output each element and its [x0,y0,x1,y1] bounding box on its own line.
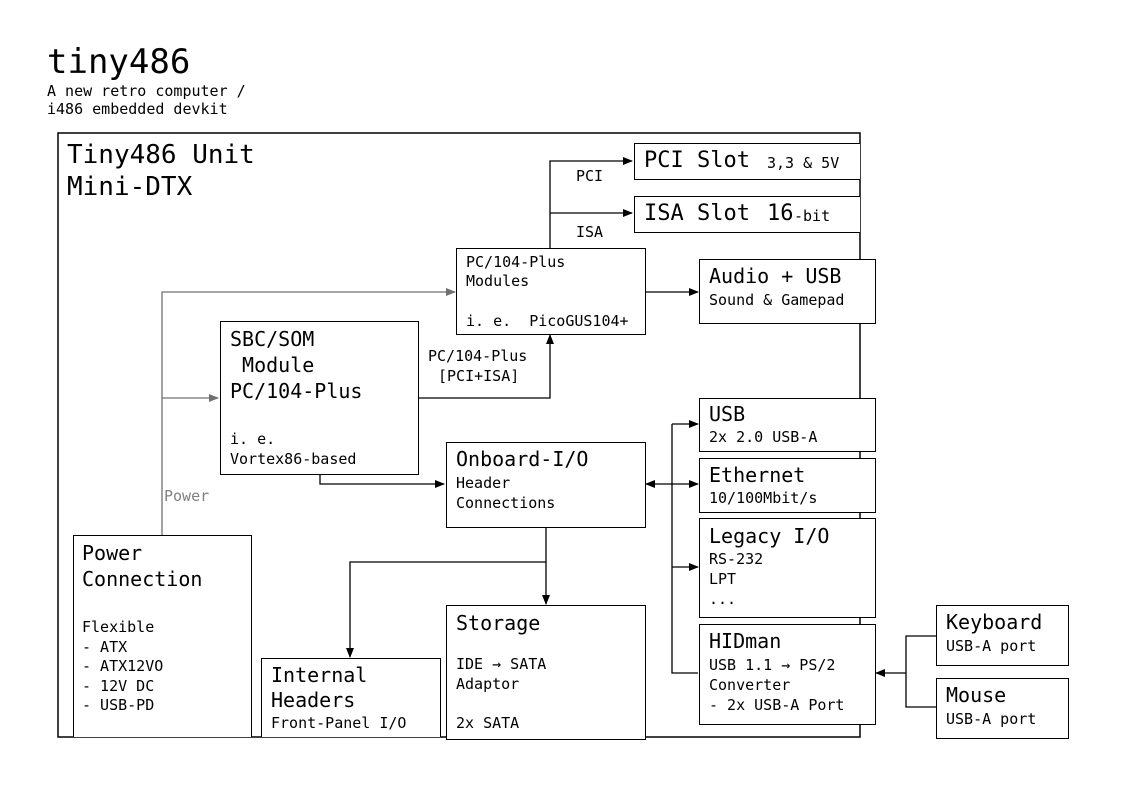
hidman-line-2: Converter [709,676,791,694]
onboard-io-box: Onboard-I/O Header Connections [446,442,646,528]
audio-usb-subtitle: Sound & Gamepad [709,291,845,309]
legacy-io-item-3: ... [709,590,737,608]
internal-wire [346,561,546,658]
power-option-2: - ATX12VO [82,657,164,675]
pc104-bus-label-1: PC/104-Plus [428,347,528,365]
isa-slot-box: ISA Slot 16 -bit [634,196,860,233]
isa-slot-label: ISA Slot [644,201,750,226]
sbc-example-2: Vortex86-based [230,450,357,468]
storage-title: Storage [456,611,541,635]
pc104-modules-line-2: Modules [466,272,530,290]
power-wire [161,288,456,535]
sbc-line-3: PC/104-Plus [230,379,363,403]
power-option-4: - USB-PD [82,696,155,714]
page-subtitle-2: i486 embedded devkit [47,100,228,118]
mouse-subtitle: USB-A port [946,710,1037,728]
page-title: tiny486 [47,42,191,82]
usb-subtitle: 2x 2.0 USB-A [709,428,818,446]
pci-wire [549,157,633,248]
internal-headers-subtitle: Front-Panel I/O [271,714,407,732]
unit-title: Tiny486 Unit Mini-DTX [67,139,255,203]
usb-box: USB 2x 2.0 USB-A [699,398,876,452]
pci-slot-box: PCI Slot 3,3 & 5V [634,143,860,180]
hidman-box: HIDman USB 1.1 → PS/2 Converter - 2x USB… [699,624,876,725]
pc104-bus-wire [418,334,554,399]
page-subtitle-1: A new retro computer / [47,82,246,100]
io-vertical-wire [671,424,698,674]
storage-line-2: Adaptor [456,675,520,693]
onboard-io-title: Onboard-I/O [456,447,589,471]
mouse-box: Mouse USB-A port [936,678,1069,739]
hidman-title: HIDman [709,629,782,653]
keyboard-box: Keyboard USB-A port [936,605,1069,666]
hid-input-wire [905,635,936,708]
usb-title: USB [709,402,746,426]
onboard-io-line-1: Header [456,474,511,492]
hidman-line-3: - 2x USB-A Port [709,696,845,714]
power-connection-box: Power Connection Flexible - ATX - ATX12V… [73,535,252,737]
pc104-bus-label-2: [PCI+ISA] [438,367,520,385]
legacy-io-box: Legacy I/O RS-232 LPT ... [699,518,876,618]
sbc-example-1: i. e. [230,430,276,448]
storage-box: Storage IDE → SATA Adaptor 2x SATA [446,605,646,740]
power-title-line-2: Connection [82,567,203,591]
keyboard-subtitle: USB-A port [946,637,1037,655]
power-option-3: - 12V DC [82,677,155,695]
power-option-1: - ATX [82,638,128,656]
keyboard-title: Keyboard [946,610,1043,634]
legacy-io-item-2: LPT [709,570,737,588]
sbc-line-1: SBC/SOM [230,327,315,351]
power-bus-label: Power [164,487,210,505]
pci-slot-label: PCI Slot [644,148,750,173]
audio-usb-title: Audio + USB [709,264,842,288]
storage-line-1: IDE → SATA [456,655,547,673]
pc104-modules-line-1: PC/104-Plus [466,253,566,271]
internal-headers-box: Internal Headers Front-Panel I/O [261,658,441,737]
unit-title-line-2: Mini-DTX [67,172,193,202]
mouse-title: Mouse [946,683,1007,707]
hidman-line-1: USB 1.1 → PS/2 [709,656,836,674]
internal-headers-title-1: Internal [271,663,368,687]
legacy-io-title: Legacy I/O [709,524,830,548]
ethernet-title: Ethernet [709,463,806,487]
sbc-line-2: Module [230,353,315,377]
unit-title-line-1: Tiny486 Unit [67,140,255,170]
pc104-modules-box: PC/104-Plus Modules i. e. PicoGUS104+ [456,248,646,335]
storage-line-3: 2x SATA [456,714,520,732]
legacy-io-item-1: RS-232 [709,550,764,568]
power-flex-label: Flexible [82,618,155,636]
pci-slot-note: 3,3 & 5V [767,154,840,172]
onboard-io-line-2: Connections [456,494,556,512]
pci-bus-label: PCI [576,167,604,185]
isa-bus-label: ISA [576,223,604,241]
audio-usb-box: Audio + USB Sound & Gamepad [699,259,876,324]
sbc-box: SBC/SOM Module PC/104-Plus i. e. Vortex8… [220,321,419,475]
internal-headers-title-2: Headers [271,688,356,712]
power-title-line-1: Power [82,541,143,565]
isa-slot-suffix: -bit [794,207,831,225]
sbc-io-wire [319,474,445,488]
ethernet-subtitle: 10/100Mbit/s [709,489,818,507]
ethernet-box: Ethernet 10/100Mbit/s [699,458,876,513]
isa-slot-width: 16 [767,201,794,226]
pc104-modules-example: i. e. PicoGUS104+ [466,312,629,330]
